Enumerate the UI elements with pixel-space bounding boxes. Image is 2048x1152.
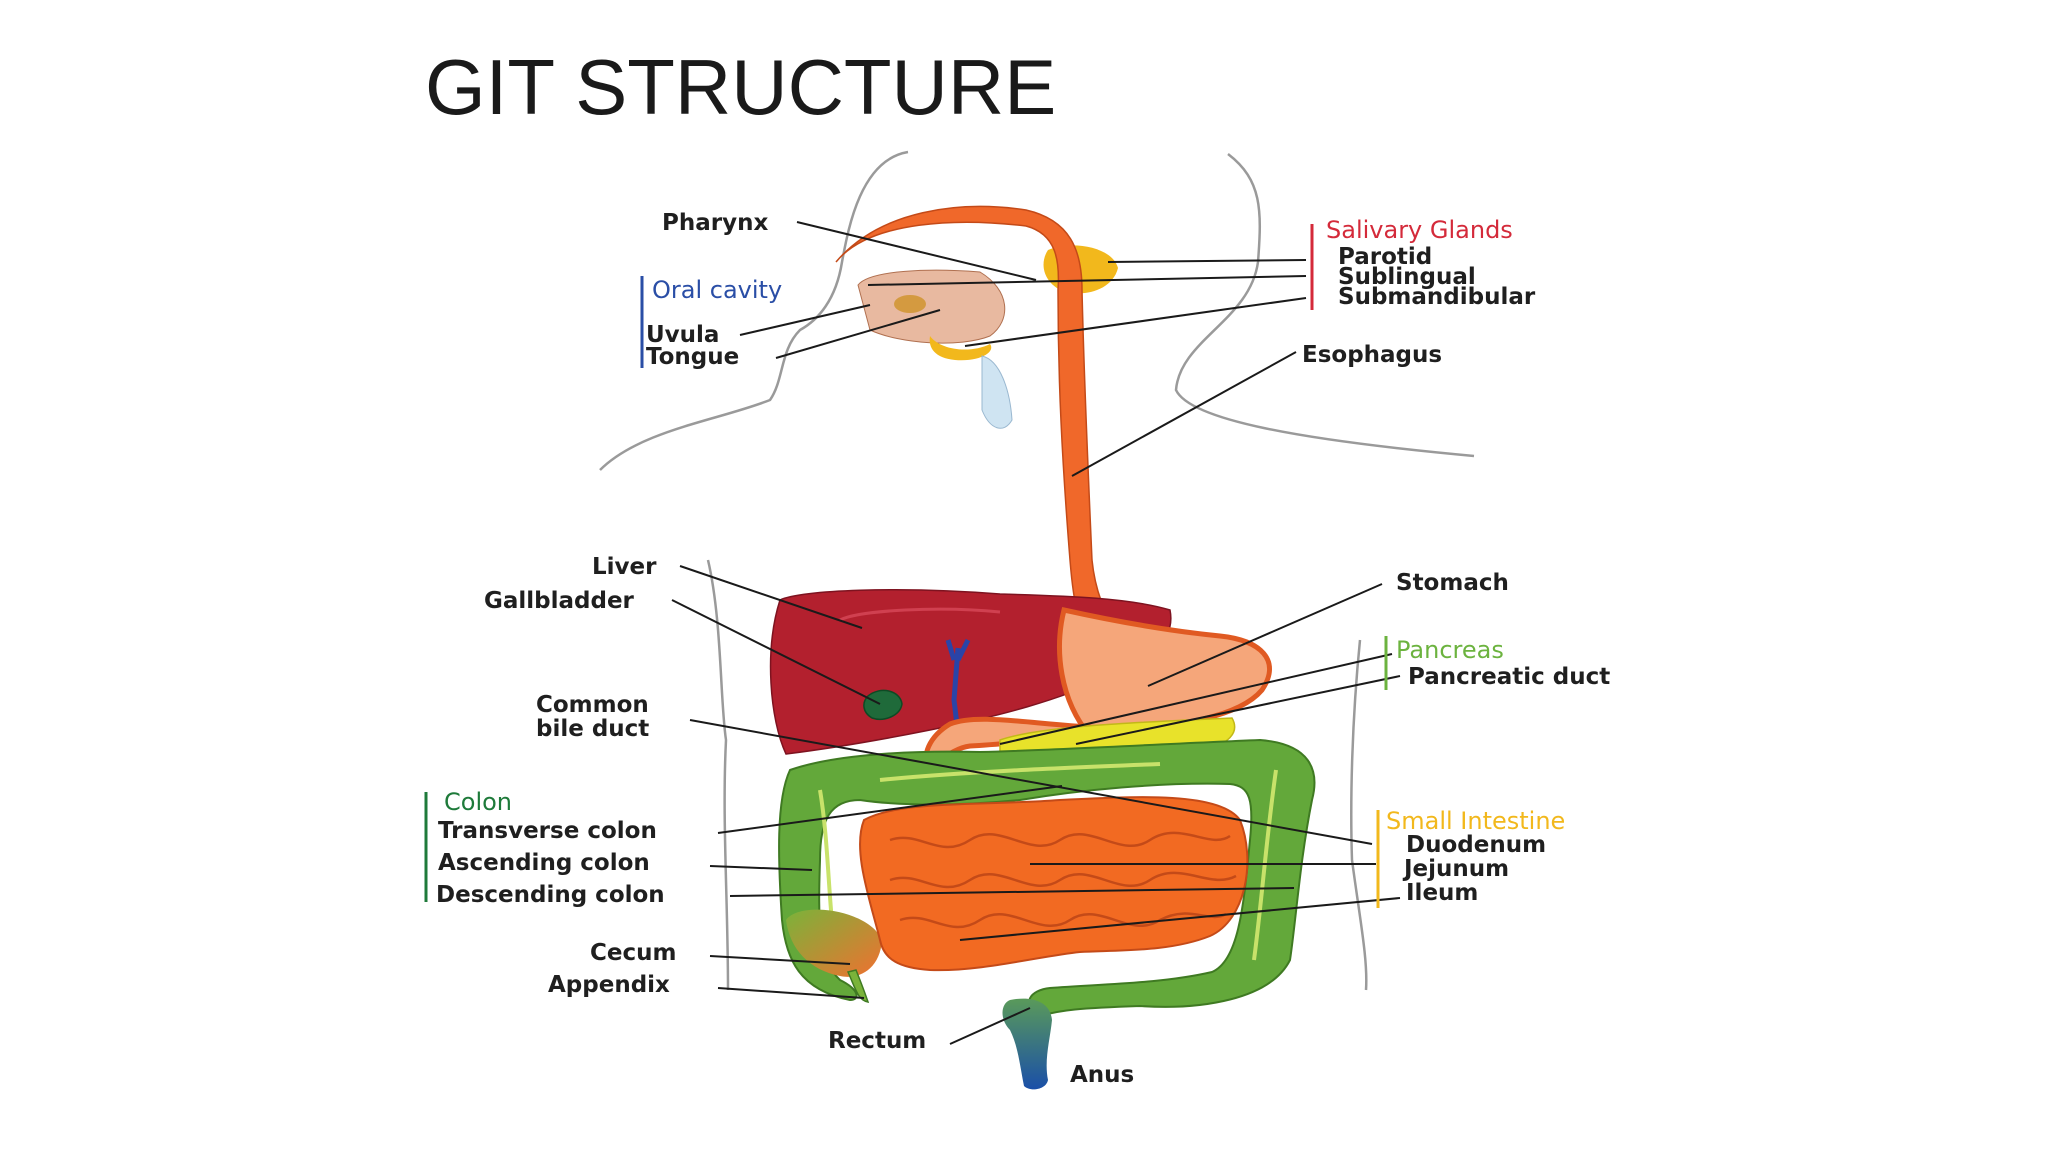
label-pancreatic-duct: Pancreatic duct [1408, 664, 1610, 690]
label-uvula: Uvula [646, 322, 719, 348]
leader-lines [671, 221, 1401, 1045]
label-anus: Anus [1070, 1062, 1134, 1088]
colon-shape [778, 738, 1316, 1018]
gallbladder-shape [863, 689, 903, 720]
label-parotid: Parotid [1338, 244, 1432, 270]
label-common-bile-duct-line2: bile duct [536, 716, 649, 742]
label-pharynx: Pharynx [662, 210, 768, 236]
group-label-pancreas: Pancreas [1396, 636, 1504, 664]
rectum-shape [1002, 998, 1052, 1090]
label-stomach: Stomach [1396, 570, 1509, 596]
group-label-colon: Colon [444, 788, 512, 816]
label-tongue: Tongue [646, 344, 739, 370]
group-label-oral-cavity: Oral cavity [652, 276, 782, 304]
small-intestine-folds [889, 831, 1237, 929]
label-descending-colon: Descending colon [436, 882, 665, 908]
group-label-small-intestine: Small Intestine [1386, 807, 1565, 835]
body-outline [599, 150, 1475, 991]
label-liver: Liver [592, 554, 657, 580]
label-gallbladder: Gallbladder [484, 588, 635, 614]
label-duodenum: Duodenum [1406, 832, 1546, 858]
label-ileum: Ileum [1406, 880, 1478, 906]
label-rectum: Rectum [828, 1028, 926, 1054]
cecum-shape [786, 909, 882, 977]
label-esophagus: Esophagus [1302, 342, 1442, 368]
label-jejunum: Jejunum [1402, 856, 1509, 882]
label-cecum: Cecum [590, 940, 676, 966]
label-common-bile-duct-line1: Common [536, 692, 649, 718]
label-submandibular: Submandibular [1338, 284, 1536, 310]
slide-title: GIT STRUCTURE [425, 43, 1057, 131]
label-ascending-colon: Ascending colon [438, 850, 650, 876]
label-sublingual: Sublingual [1338, 264, 1476, 290]
label-appendix: Appendix [548, 972, 670, 998]
group-label-salivary-glands: Salivary Glands [1326, 216, 1513, 244]
label-transverse-colon: Transverse colon [438, 818, 657, 844]
appendix-shape [846, 969, 870, 1003]
